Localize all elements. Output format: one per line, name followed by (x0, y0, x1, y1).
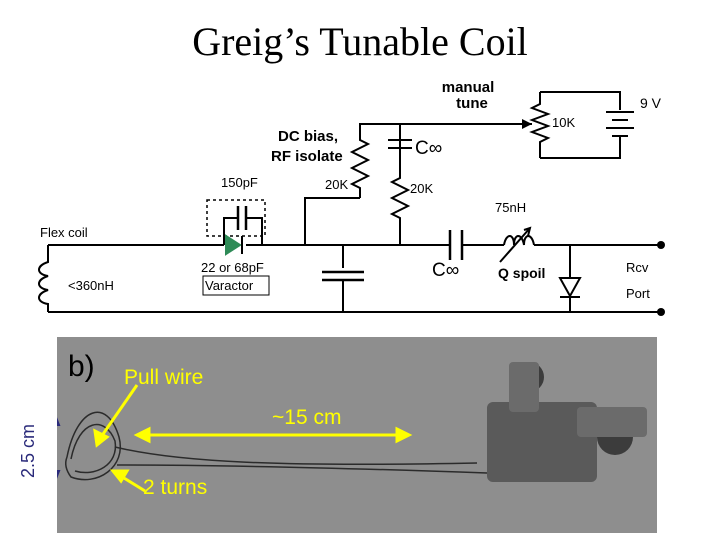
dc-bias-label-2: RF isolate (271, 148, 343, 165)
c-inf-series-cap (448, 230, 464, 260)
res-20k-left (349, 134, 371, 198)
c-inf-bottom-label: C∞ (432, 260, 459, 281)
battery-label: 9 V (640, 95, 662, 111)
pot-wiper-arrow (522, 119, 532, 129)
photo-panel-label: b) (68, 350, 95, 383)
rcv-label: Rcv (626, 260, 649, 275)
manual-tune-label-2: tune (456, 95, 488, 112)
res-20k-left-label: 20K (325, 177, 348, 192)
cap-150-wires (223, 217, 263, 245)
inductor-75-label: 75nH (495, 200, 526, 215)
coil-photo (57, 337, 657, 533)
bias-wire-left (304, 197, 360, 245)
flex-coil-inductor (38, 245, 49, 312)
flex-coil-label: Flex coil (40, 225, 88, 240)
port-label: Port (626, 286, 650, 301)
feed-wire-line (116, 464, 488, 474)
coil-loop-inner (70, 423, 117, 474)
manual-tune-label-1: manual (442, 79, 495, 96)
cap-150-box (206, 199, 266, 237)
varactor-label-2: Varactor (205, 278, 254, 293)
pull-wire-line (114, 446, 478, 466)
shunt-cap (322, 270, 364, 282)
pot-10k (529, 92, 551, 158)
inductor-75-arrow (499, 226, 532, 263)
cap-150-plates (236, 206, 248, 230)
res-20k-right-label: 20K (410, 181, 433, 196)
width-label: 2.5 cm (18, 423, 38, 478)
dc-bias-label-1: DC bias, (278, 128, 338, 145)
width-arrow (57, 417, 61, 479)
pull-wire-label: Pull wire (124, 366, 204, 389)
q-spoil-diode (558, 277, 582, 299)
rcv-port-terminal-top (657, 241, 665, 249)
q-spoil-label: Q spoil (498, 265, 545, 281)
battery-wire (540, 136, 621, 159)
c-inf-top-label: C∞ (415, 138, 442, 159)
varactor-label-1: 22 or 68pF (201, 260, 264, 275)
varactor-diode (225, 234, 243, 256)
pot-top-wire (540, 91, 621, 110)
turns-label: 2 turns (143, 476, 208, 499)
varactor-label-box (202, 275, 270, 296)
schematic: manual tune 9 V 10K DC bias, RF isolate … (38, 79, 665, 316)
res-20k-right (389, 124, 411, 245)
coil-loop (65, 411, 122, 481)
length-label: ~15 cm (272, 406, 342, 429)
slide-title: Greig’s Tunable Coil (192, 19, 528, 64)
bias-top-wire (359, 123, 400, 134)
circuit-board (487, 362, 647, 482)
photo-arrows (93, 384, 413, 493)
rcv-port-terminal-bottom (657, 308, 665, 316)
pot-label: 10K (552, 115, 575, 130)
cap-150-label: 150pF (221, 175, 258, 190)
battery-plates (606, 111, 634, 137)
coil-360-label: <360nH (68, 278, 114, 293)
